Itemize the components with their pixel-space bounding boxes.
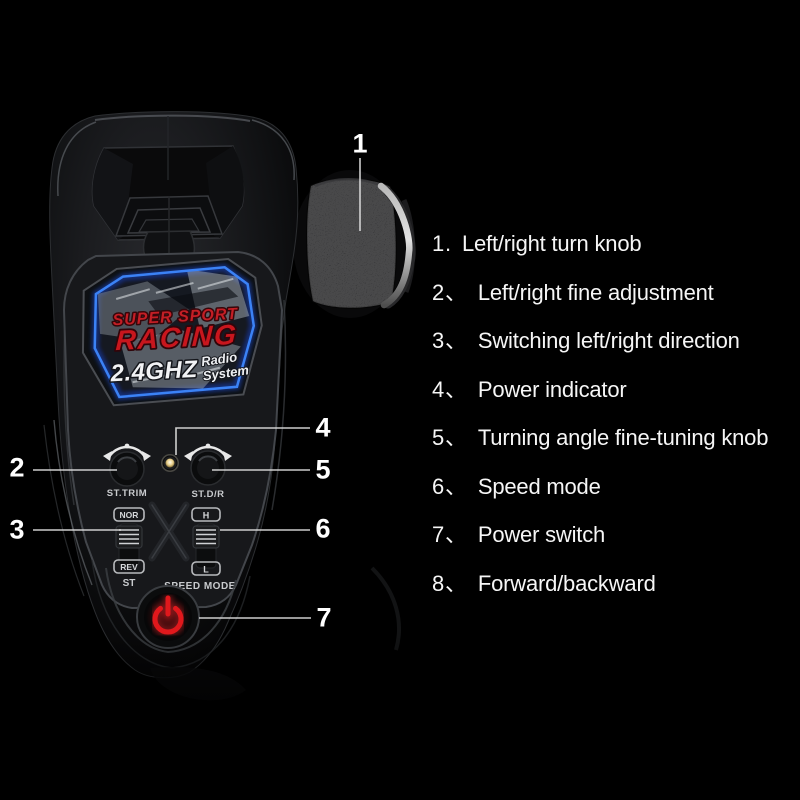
callout-line-4 [175, 427, 310, 455]
legend-item-separator: 、 [445, 328, 467, 353]
power-icon [150, 593, 186, 637]
legend-item-label: Left/right turn knob [461, 231, 642, 256]
badge-freq: 2.4GHZ [109, 356, 199, 388]
legend-item-separator: 、 [445, 570, 467, 596]
callout-number-5: 5 [315, 454, 331, 485]
legend-item-separator: 、 [445, 425, 467, 450]
callout-number-4: 4 [315, 412, 331, 443]
nor-label: NOR [120, 510, 139, 520]
st-dr-knob [184, 443, 232, 486]
callout-number-1: 1 [352, 128, 368, 159]
callout-number-7: 7 [316, 602, 332, 633]
legend-item-6: 6、 Speed mode [432, 463, 797, 512]
legend-item-label: Speed mode [477, 473, 601, 499]
legend-item-label: Power switch [477, 522, 606, 547]
legend-item-number: 8 [432, 570, 445, 596]
legend-item-3: 3、 Switching left/right direction [432, 317, 797, 366]
st-trim-label: ST.TRIM [107, 488, 147, 499]
legend-item-1: 1. Left/right turn knob [432, 220, 797, 269]
legend-item-number: 1 [432, 231, 445, 256]
legend-item-label: Switching left/right direction [477, 328, 740, 353]
speed-mode-switch: H L SPEED MODE [164, 507, 236, 592]
legend-item-separator: 、 [445, 473, 467, 499]
legend-item-number: 2 [432, 279, 445, 305]
st-dr-label: ST.D/R [191, 489, 224, 500]
legend-item-separator: 、 [445, 522, 467, 547]
legend-item-label: Forward/backward [477, 570, 656, 596]
high-label: H [203, 511, 210, 521]
legend-item-8: 8、 Forward/backward [432, 560, 797, 609]
legend-item-4: 4、 Power indicator [432, 366, 797, 415]
legend-item-number: 4 [432, 376, 445, 402]
legend-item-number: 5 [432, 425, 445, 450]
legend-item-label: Left/right fine adjustment [477, 279, 714, 305]
legend-item-label: Turning angle fine-tuning knob [477, 425, 769, 450]
legend-item-label: Power indicator [477, 376, 627, 402]
legend-list: 1. Left/right turn knob 2、 Left/right fi… [432, 220, 797, 608]
badge-text: SUPER SPORT RACING 2.4GHZ Radio System [107, 304, 251, 389]
legend-item-separator: 、 [445, 279, 467, 305]
panel-x-ridge [148, 501, 190, 562]
legend-item-number: 7 [432, 522, 445, 547]
legend-item-2: 2、 Left/right fine adjustment [432, 269, 797, 318]
legend-item-5: 5、 Turning angle fine-tuning knob [432, 414, 797, 463]
low-label: L [203, 565, 209, 575]
rev-label: REV [120, 562, 138, 572]
legend-item-number: 6 [432, 473, 445, 499]
head-recess [91, 116, 245, 268]
st-direction-switch: NOR REV ST [113, 507, 145, 589]
callout-number-6: 6 [315, 513, 331, 544]
brand-badge: SUPER SPORT RACING 2.4GHZ Radio System [81, 258, 263, 407]
st-label: ST [123, 578, 136, 589]
badge-camo [97, 269, 250, 389]
speed-mode-label: SPEED MODE [164, 581, 236, 592]
callout-number-2: 2 [9, 452, 25, 483]
legend-item-7: 7、 Power switch [432, 511, 797, 560]
st-trim-knob [103, 443, 151, 487]
wheel-rim [377, 182, 416, 309]
bottom-shadow-fade [0, 635, 440, 800]
badge-radio-line1: Radio [200, 349, 238, 369]
steering-wheel-foam [306, 178, 416, 309]
callout-number-3: 3 [9, 514, 25, 545]
power-indicator-led [161, 454, 179, 472]
callout-lines [33, 158, 361, 619]
legend-item-number: 3 [432, 328, 445, 353]
legend-item-separator: . [445, 231, 451, 256]
power-button [136, 585, 200, 649]
legend-item-separator: 、 [445, 376, 467, 402]
